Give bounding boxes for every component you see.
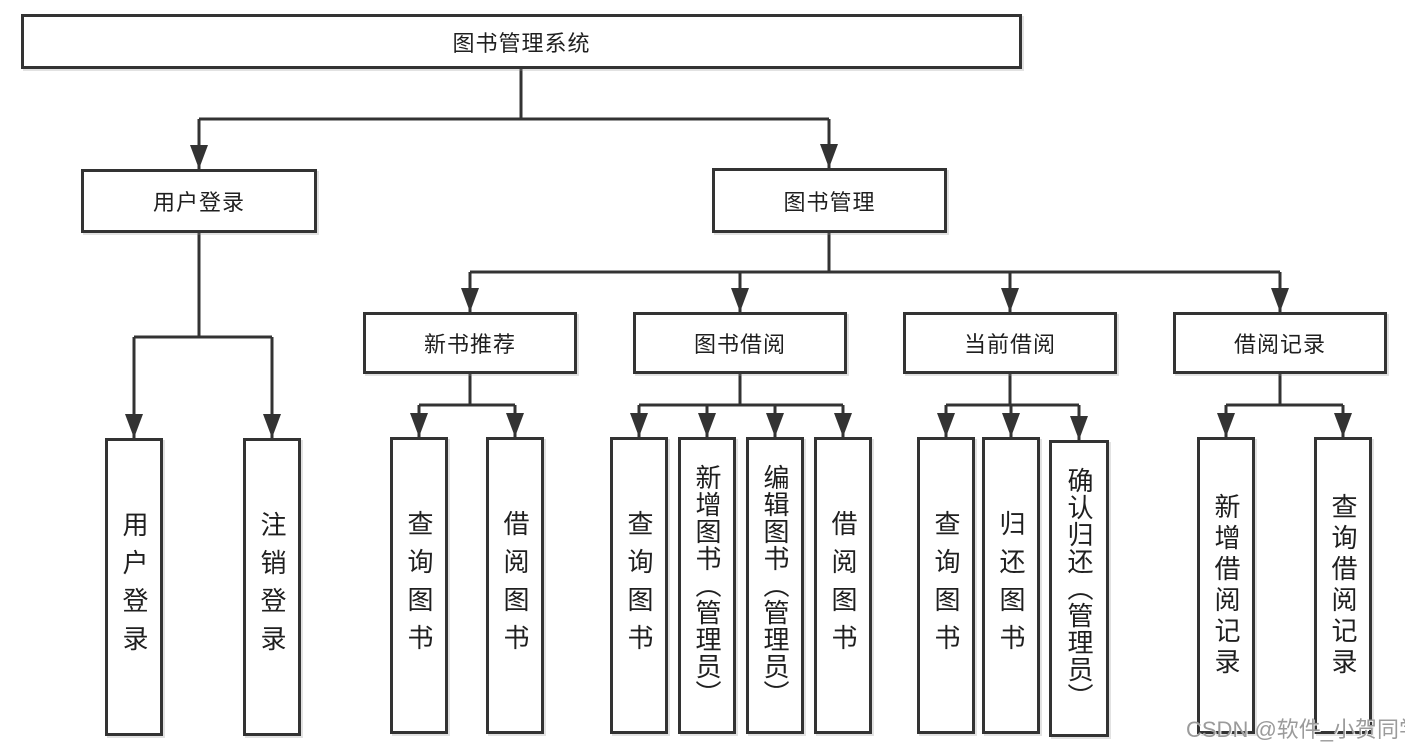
leaf-add-books-admin: 新增图书（管理员） [678, 437, 736, 734]
leaf-return-books: 归还图书 [982, 437, 1040, 734]
leaf-query-borrow-record: 查询借阅记录 [1314, 437, 1372, 734]
node-book-management: 图书管理 [712, 168, 947, 233]
node-library-management-system: 图书管理系统 [21, 14, 1022, 69]
leaf-add-borrow-record: 新增借阅记录 [1197, 437, 1255, 734]
csdn-watermark: CSDN @软件_小贺同学 [1186, 717, 1405, 742]
node-current-borrowing: 当前借阅 [903, 312, 1117, 374]
leaf-user-login: 用户登录 [105, 438, 163, 736]
leaf-borrow-books-borrowing: 借阅图书 [814, 437, 872, 734]
node-borrowing-records: 借阅记录 [1173, 312, 1387, 374]
leaf-query-books-recommend: 查询图书 [390, 437, 448, 734]
leaf-confirm-return-admin: 确认归还（管理员） [1049, 440, 1109, 737]
leaf-query-books-borrowing: 查询图书 [610, 437, 668, 734]
leaf-borrow-books-recommend: 借阅图书 [486, 437, 544, 734]
node-user-login: 用户登录 [81, 169, 317, 233]
node-new-book-recommendation: 新书推荐 [363, 312, 577, 374]
leaf-query-books-current: 查询图书 [917, 437, 975, 734]
leaf-logout: 注销登录 [243, 438, 301, 736]
leaf-edit-books-admin: 编辑图书（管理员） [746, 437, 804, 734]
node-book-borrowing: 图书借阅 [633, 312, 847, 374]
